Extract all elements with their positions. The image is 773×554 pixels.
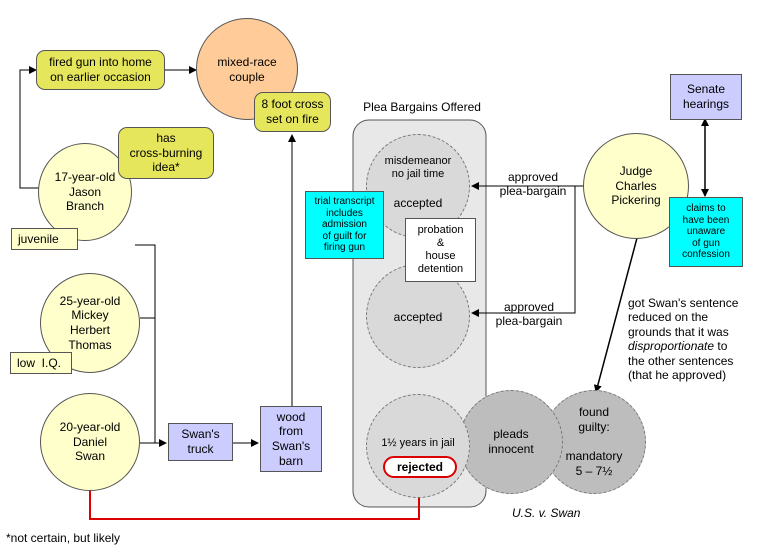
cross-fire-label: 8 foot cross set on fire bbox=[261, 97, 324, 126]
footnote: *not certain, but likely bbox=[6, 531, 121, 545]
edge-judge-to-plea-2 bbox=[471, 185, 583, 317]
innocent-label: pleads innocent bbox=[488, 427, 534, 456]
guilty-label: found guilty: mandatory 5 – 7½ bbox=[565, 405, 623, 478]
edge-daniel-rejected-red bbox=[89, 480, 420, 520]
reduced-text-3: the other sentences (that he approved) bbox=[628, 353, 734, 382]
wood-from-barn-box: wood from Swan's barn bbox=[260, 406, 322, 472]
low-iq-tag: low I.Q. bbox=[10, 352, 72, 374]
juvenile-tag: juvenile bbox=[11, 228, 78, 250]
fired-gun-box: fired gun into home on earlier occasion bbox=[36, 50, 165, 90]
probation-box: probation & house detention bbox=[405, 218, 476, 282]
reduced-text-1: got Swan's sentence reduced on the groun… bbox=[628, 296, 739, 339]
plea-circle-jail: 1½ years in jail bbox=[366, 394, 470, 498]
edge-judge-to-guilty bbox=[593, 237, 638, 393]
wood-label: wood from Swan's barn bbox=[271, 409, 311, 468]
reduced-emphasis: disproportionate bbox=[628, 339, 715, 354]
jason-label: 17-year-old Jason Branch bbox=[54, 170, 116, 214]
fired-gun-label: fired gun into home on earlier occasion bbox=[49, 55, 152, 84]
cross-idea-box: has cross-burning idea* bbox=[118, 127, 214, 179]
plea-panel-title: Plea Bargains Offered bbox=[363, 100, 481, 114]
edge-jason-to-truck bbox=[135, 244, 156, 443]
accepted-label-1: accepted bbox=[393, 195, 443, 210]
claims-label: claims to have been unaware of gun confe… bbox=[682, 203, 730, 261]
approved-label-1: approved plea-bargain bbox=[499, 170, 567, 199]
truck-label: Swan's truck bbox=[181, 427, 220, 456]
trial-transcript-box: trial transcript includes admission of g… bbox=[305, 191, 384, 259]
rejected-badge: rejected bbox=[383, 456, 457, 478]
approved-label-2: approved plea-bargain bbox=[495, 300, 563, 329]
claims-unaware-box: claims to have been unaware of gun confe… bbox=[669, 197, 743, 267]
pleads-innocent-node: pleads innocent bbox=[459, 390, 563, 494]
daniel-label: 20-year-old Daniel Swan bbox=[59, 420, 121, 464]
cross-fire-box: 8 foot cross set on fire bbox=[254, 92, 331, 132]
low-iq-label: low I.Q. bbox=[17, 355, 62, 370]
juvenile-label: juvenile bbox=[18, 231, 59, 246]
swans-truck-box: Swan's truck bbox=[168, 423, 233, 461]
cross-idea-label: has cross-burning idea* bbox=[129, 131, 203, 175]
senate-label: Senate hearings bbox=[682, 82, 730, 111]
accepted-label-2: accepted bbox=[393, 310, 443, 325]
transcript-label: trial transcript includes admission of g… bbox=[314, 196, 375, 254]
misdemeanor-label: misdemeanor no jail time bbox=[384, 155, 452, 181]
couple-label: mixed-race couple bbox=[217, 55, 277, 84]
daniel-swan-node: 20-year-old Daniel Swan bbox=[40, 393, 140, 491]
rejected-label: rejected bbox=[396, 459, 444, 474]
probation-label: probation & house detention bbox=[417, 223, 464, 276]
jason-branch-node: 17-year-old Jason Branch bbox=[38, 143, 132, 241]
edge-jason-to-fired-gun bbox=[19, 66, 42, 189]
mickey-label: 25-year-old Mickey Herbert Thomas bbox=[59, 293, 121, 352]
senate-hearings-box: Senate hearings bbox=[670, 74, 742, 120]
judge-label: Judge Charles Pickering bbox=[611, 164, 661, 208]
sentence-reduced-note: got Swan's sentence reduced on the groun… bbox=[628, 296, 770, 382]
reduced-text-2: to bbox=[714, 339, 728, 354]
case-name-caption: U.S. v. Swan bbox=[512, 506, 581, 520]
jail-label: 1½ years in jail bbox=[381, 437, 455, 449]
